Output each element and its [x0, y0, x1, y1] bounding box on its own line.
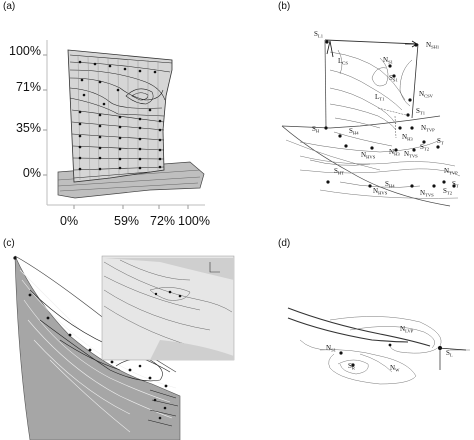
panel-b-node-label: ST2 [420, 143, 430, 152]
panel-c-figure [13, 255, 235, 440]
panel-a-label: (a) [3, 1, 16, 12]
panel-d-node-label: SL [446, 349, 453, 358]
panel-b-node-label: NSH1 [426, 41, 440, 50]
panel-d-node-label: NW [390, 364, 400, 373]
panel-b-node-label: NHVS [373, 187, 388, 196]
panel-b-node-label: NCSV [419, 90, 434, 99]
panel-b-node-label: SS1 [389, 74, 398, 83]
a-xtick-72: 72% [150, 214, 176, 228]
panel-b-node-label: SH4 [385, 180, 395, 189]
a-ytick-0: 0% [22, 166, 41, 180]
a-ytick-35: 35% [15, 121, 41, 135]
panel-b-node-label: SHT [334, 167, 344, 176]
panel-b-node-label: NS1 [383, 56, 394, 65]
a-xtick-100: 100% [178, 214, 210, 228]
panel-b-node-label: ST2 [443, 187, 453, 196]
panel-d-node-label: NS1 [326, 344, 337, 353]
panel-b-node-label: NTVP [444, 167, 458, 176]
panel-b-node-label: LCS [338, 57, 348, 66]
panel-b-node-label: NTVP [421, 124, 435, 133]
panel-b-node-label: NH3 [389, 148, 400, 157]
panel-b-node-label: SH4 [349, 127, 359, 136]
panel-d-node-label: NLVP [400, 325, 414, 334]
panel-b-node-label: SL1 [314, 30, 324, 39]
panel-b-node-label: NH3 [402, 133, 413, 142]
panel-d-node-label: SR [348, 362, 356, 371]
a-ytick-71: 71% [15, 80, 41, 94]
blade-pressure-surface [14, 255, 181, 440]
panel-b-node-label: ST1 [416, 107, 426, 116]
panel-c-label: (c) [3, 238, 15, 249]
a-xtick-59: 59% [114, 214, 140, 228]
panel-b-label: (b) [278, 1, 291, 12]
panel-b-node-label: NTVS [404, 150, 418, 159]
a-xtick-0: 0% [60, 214, 79, 228]
panel-d-label: (d) [278, 238, 291, 249]
panel-b-node-label: NTVS [420, 189, 434, 198]
panel-b-node-label: SH [312, 125, 320, 134]
panel-b-node-label: NHVS [361, 151, 376, 160]
panel-a-figure [43, 40, 205, 209]
panel-b-node-label: ST [437, 137, 444, 146]
panel-b-node-label: LT1 [375, 93, 385, 102]
panel-b-node-label: ST [452, 180, 459, 189]
a-ytick-100: 100% [9, 44, 41, 58]
